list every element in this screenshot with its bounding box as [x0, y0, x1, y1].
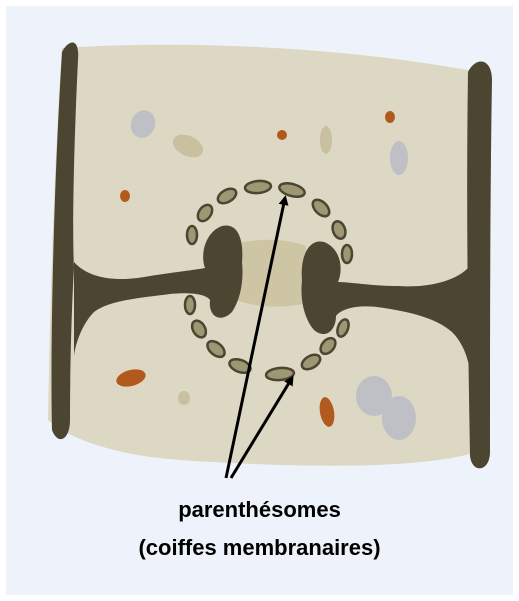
granule-rust	[385, 111, 395, 123]
granule-rust	[120, 190, 130, 202]
vesicle-grey	[390, 141, 408, 175]
parenthesome-segment	[342, 245, 352, 263]
vesicle-grey	[382, 396, 416, 440]
label-parenthesomes: parenthésomes	[0, 497, 519, 523]
septal-channel	[236, 240, 306, 307]
parenthesome-segment	[185, 296, 195, 314]
vesicle-olive	[320, 126, 332, 154]
granule-rust	[277, 130, 287, 140]
parenthesome-segment	[187, 226, 197, 244]
label-membrane-caps: (coiffes membranaires)	[0, 535, 519, 561]
vesicle-olive	[178, 391, 190, 405]
right-lateral-wall	[467, 62, 492, 469]
